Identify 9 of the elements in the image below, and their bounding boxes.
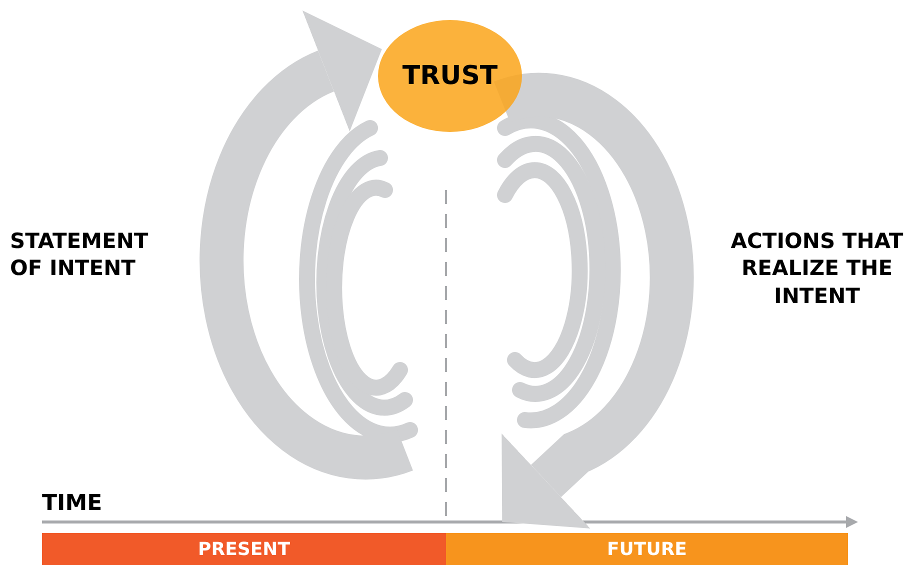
side-label: ACTIONS THAT REALIZE THE INTENT — [730, 228, 904, 310]
node-label: TRUST — [402, 61, 498, 91]
present-bar — [42, 533, 446, 565]
node-label: FUTURE — [607, 538, 687, 560]
future-bar — [446, 533, 848, 565]
side-label: STATEMENT OF INTENT — [10, 228, 150, 282]
node-label: PRESENT — [198, 538, 290, 560]
curved-arrow — [200, 12, 412, 480]
axis-label: TIME — [42, 490, 104, 518]
